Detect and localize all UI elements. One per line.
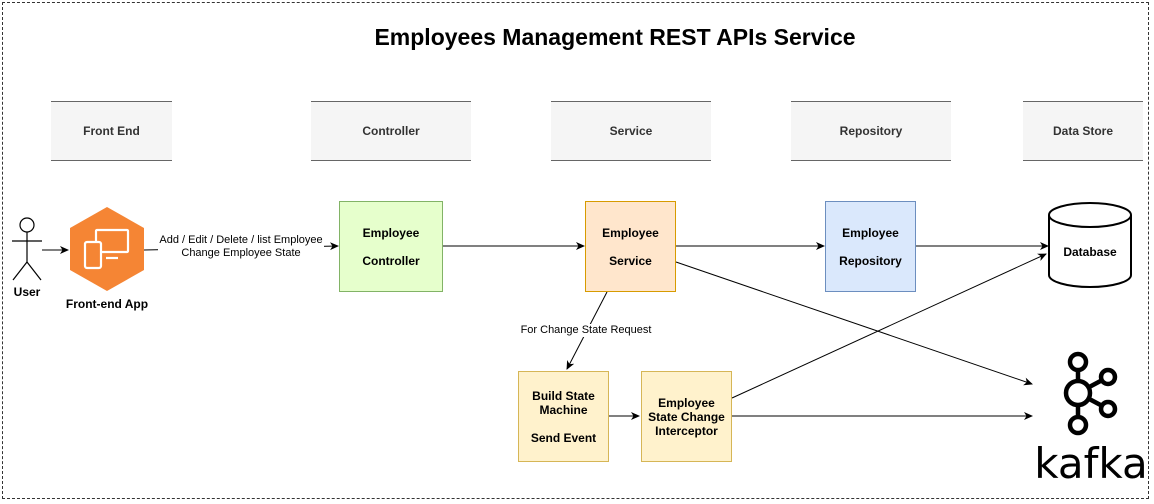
lane-data-store: Data Store [1023,101,1143,161]
repository-line1: Employee [842,225,899,240]
lane-front-end: Front End [51,101,172,161]
edge-label-frontend-to-controller: Add / Edit / Delete / list Employee Chan… [158,234,324,260]
controller-line1: Employee [362,225,420,240]
lane-repository: Repository [791,101,951,161]
lane-service: Service [551,101,711,161]
state-machine-line2: Machine [539,402,588,417]
service-line2: Service [609,253,652,268]
diagram-title: Employees Management REST APIs Service [374,24,856,50]
repository-line2: Repository [839,253,902,268]
interceptor-line1: Employee [658,395,715,410]
kafka-wordmark: kafka [1034,439,1148,488]
frontend-app-label: Front-end App [65,297,149,311]
employee-repository-box: Employee Repository [825,201,916,292]
user-label: User [13,285,41,299]
build-state-machine-box: Build State Machine Send Event [518,371,609,462]
database-label: Database [1063,245,1117,259]
service-line1: Employee [602,225,659,240]
interceptor-line2: State Change [648,409,725,424]
edge-label-line2: Change Employee State [181,247,301,259]
state-machine-line3: Send Event [530,430,597,445]
edge-service-to-kafka [675,261,1033,386]
edge-label-line1: Add / Edit / Delete / list Employee [159,234,323,246]
state-change-interceptor-box: Employee State Change Interceptor [641,371,732,462]
state-machine-line1: Build State [532,388,595,403]
employee-service-box: Employee Service [585,201,676,292]
edge-interceptor-to-database [731,253,1047,399]
edge-label-change-state: For Change State Request [518,324,654,337]
controller-line2: Controller [362,253,420,268]
lane-controller: Controller [311,101,471,161]
interceptor-line3: Interceptor [655,423,718,438]
employee-controller-box: Employee Controller [339,201,443,292]
